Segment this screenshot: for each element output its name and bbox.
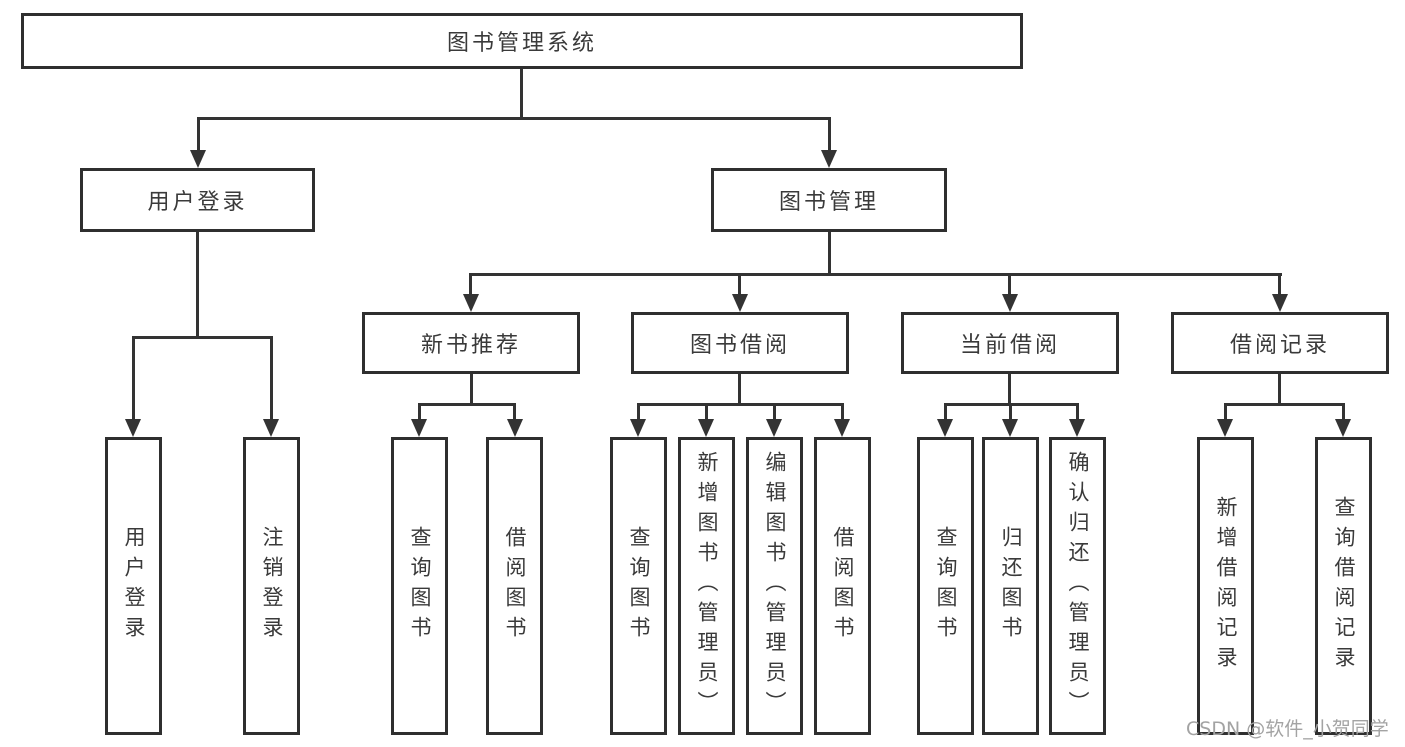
- leaf-query-borrow-record: 查询借阅记录: [1315, 437, 1372, 735]
- leaf-add-book-admin: 新增图书（管理员）: [678, 437, 735, 735]
- leaf-return-book: 归还图书: [982, 437, 1039, 735]
- node-label: 查询图书: [408, 526, 432, 646]
- node-label: 新增图书（管理员）: [695, 451, 719, 721]
- connector-line: [469, 273, 1282, 276]
- arrow-down-icon: [1069, 419, 1085, 437]
- node-label: 查询借阅记录: [1332, 496, 1356, 676]
- node-label: 图书管理: [778, 190, 879, 215]
- node-book-borrowing: 图书借阅: [631, 312, 849, 374]
- connector-line: [1009, 403, 1012, 421]
- arrow-down-icon: [263, 419, 279, 437]
- connector-line: [738, 273, 741, 296]
- arrow-down-icon: [1217, 419, 1233, 437]
- node-library-management-system: 图书管理系统: [21, 13, 1023, 69]
- arrow-down-icon: [821, 150, 837, 168]
- arrow-down-icon: [1335, 419, 1351, 437]
- connector-line: [513, 403, 516, 421]
- arrow-down-icon: [630, 419, 646, 437]
- arrow-down-icon: [1002, 419, 1018, 437]
- connector-line: [828, 232, 831, 276]
- leaf-add-borrow-record: 新增借阅记录: [1197, 437, 1254, 735]
- arrow-down-icon: [1272, 294, 1288, 312]
- node-label: 确认归还（管理员）: [1066, 451, 1090, 721]
- leaf-edit-book-admin: 编辑图书（管理员）: [746, 437, 803, 735]
- arrow-down-icon: [766, 419, 782, 437]
- connector-line: [773, 403, 776, 421]
- connector-line: [1278, 374, 1281, 405]
- arrow-down-icon: [732, 294, 748, 312]
- node-label: 用户登录: [122, 526, 146, 646]
- connector-line: [418, 403, 421, 421]
- node-label: 新书推荐: [420, 333, 521, 358]
- arrow-down-icon: [698, 419, 714, 437]
- node-label: 新增借阅记录: [1214, 496, 1238, 676]
- node-label: 借阅记录: [1229, 333, 1330, 358]
- connector-line: [197, 117, 831, 120]
- connector-line: [1278, 273, 1281, 296]
- node-label: 编辑图书（管理员）: [763, 451, 787, 721]
- node-label: 借阅图书: [831, 526, 855, 646]
- connector-line: [520, 69, 523, 119]
- node-label: 查询图书: [934, 526, 958, 646]
- connector-line: [828, 117, 831, 153]
- node-new-book-recommend: 新书推荐: [362, 312, 580, 374]
- node-label: 借阅图书: [503, 526, 527, 646]
- node-label: 图书借阅: [689, 333, 790, 358]
- arrow-down-icon: [125, 419, 141, 437]
- node-current-borrowing: 当前借阅: [901, 312, 1119, 374]
- leaf-query-books-borrowing: 查询图书: [610, 437, 667, 735]
- node-label: 用户登录: [147, 190, 248, 215]
- node-label: 注销登录: [260, 526, 284, 646]
- leaf-user-login: 用户登录: [105, 437, 162, 735]
- connector-line: [132, 336, 273, 339]
- connector-line: [705, 403, 708, 421]
- connector-line: [418, 403, 516, 406]
- connector-line: [1342, 403, 1345, 421]
- connector-line: [270, 336, 273, 421]
- leaf-query-books-current: 查询图书: [917, 437, 974, 735]
- connector-line: [197, 117, 200, 153]
- connector-line: [637, 403, 844, 406]
- connector-line: [470, 374, 473, 405]
- arrow-down-icon: [937, 419, 953, 437]
- arrow-down-icon: [507, 419, 523, 437]
- arrow-down-icon: [834, 419, 850, 437]
- watermark-text: CSDN @软件_小贺同学: [1186, 718, 1389, 740]
- connector-line: [196, 232, 199, 336]
- connector-line: [1076, 403, 1079, 421]
- node-label: 当前借阅: [959, 333, 1060, 358]
- node-book-management: 图书管理: [711, 168, 947, 232]
- connector-line: [1224, 403, 1227, 421]
- connector-line: [1008, 374, 1011, 405]
- leaf-query-books-recommend: 查询图书: [391, 437, 448, 735]
- arrow-down-icon: [1002, 294, 1018, 312]
- connector-line: [1224, 403, 1345, 406]
- connector-line: [841, 403, 844, 421]
- node-label: 图书管理系统: [446, 31, 597, 56]
- connector-line: [1008, 273, 1011, 296]
- arrow-down-icon: [411, 419, 427, 437]
- connector-line: [469, 273, 472, 296]
- connector-line: [132, 336, 135, 421]
- arrow-down-icon: [190, 150, 206, 168]
- connector-line: [738, 374, 741, 405]
- arrow-down-icon: [463, 294, 479, 312]
- leaf-borrow-books-recommend: 借阅图书: [486, 437, 543, 735]
- node-user-login: 用户登录: [80, 168, 315, 232]
- node-label: 归还图书: [999, 526, 1023, 646]
- connector-line: [637, 403, 640, 421]
- leaf-borrow-books-borrowing: 借阅图书: [814, 437, 871, 735]
- leaf-confirm-return-admin: 确认归还（管理员）: [1049, 437, 1106, 735]
- leaf-logout: 注销登录: [243, 437, 300, 735]
- node-label: 查询图书: [627, 526, 651, 646]
- connector-line: [944, 403, 947, 421]
- node-borrowing-records: 借阅记录: [1171, 312, 1389, 374]
